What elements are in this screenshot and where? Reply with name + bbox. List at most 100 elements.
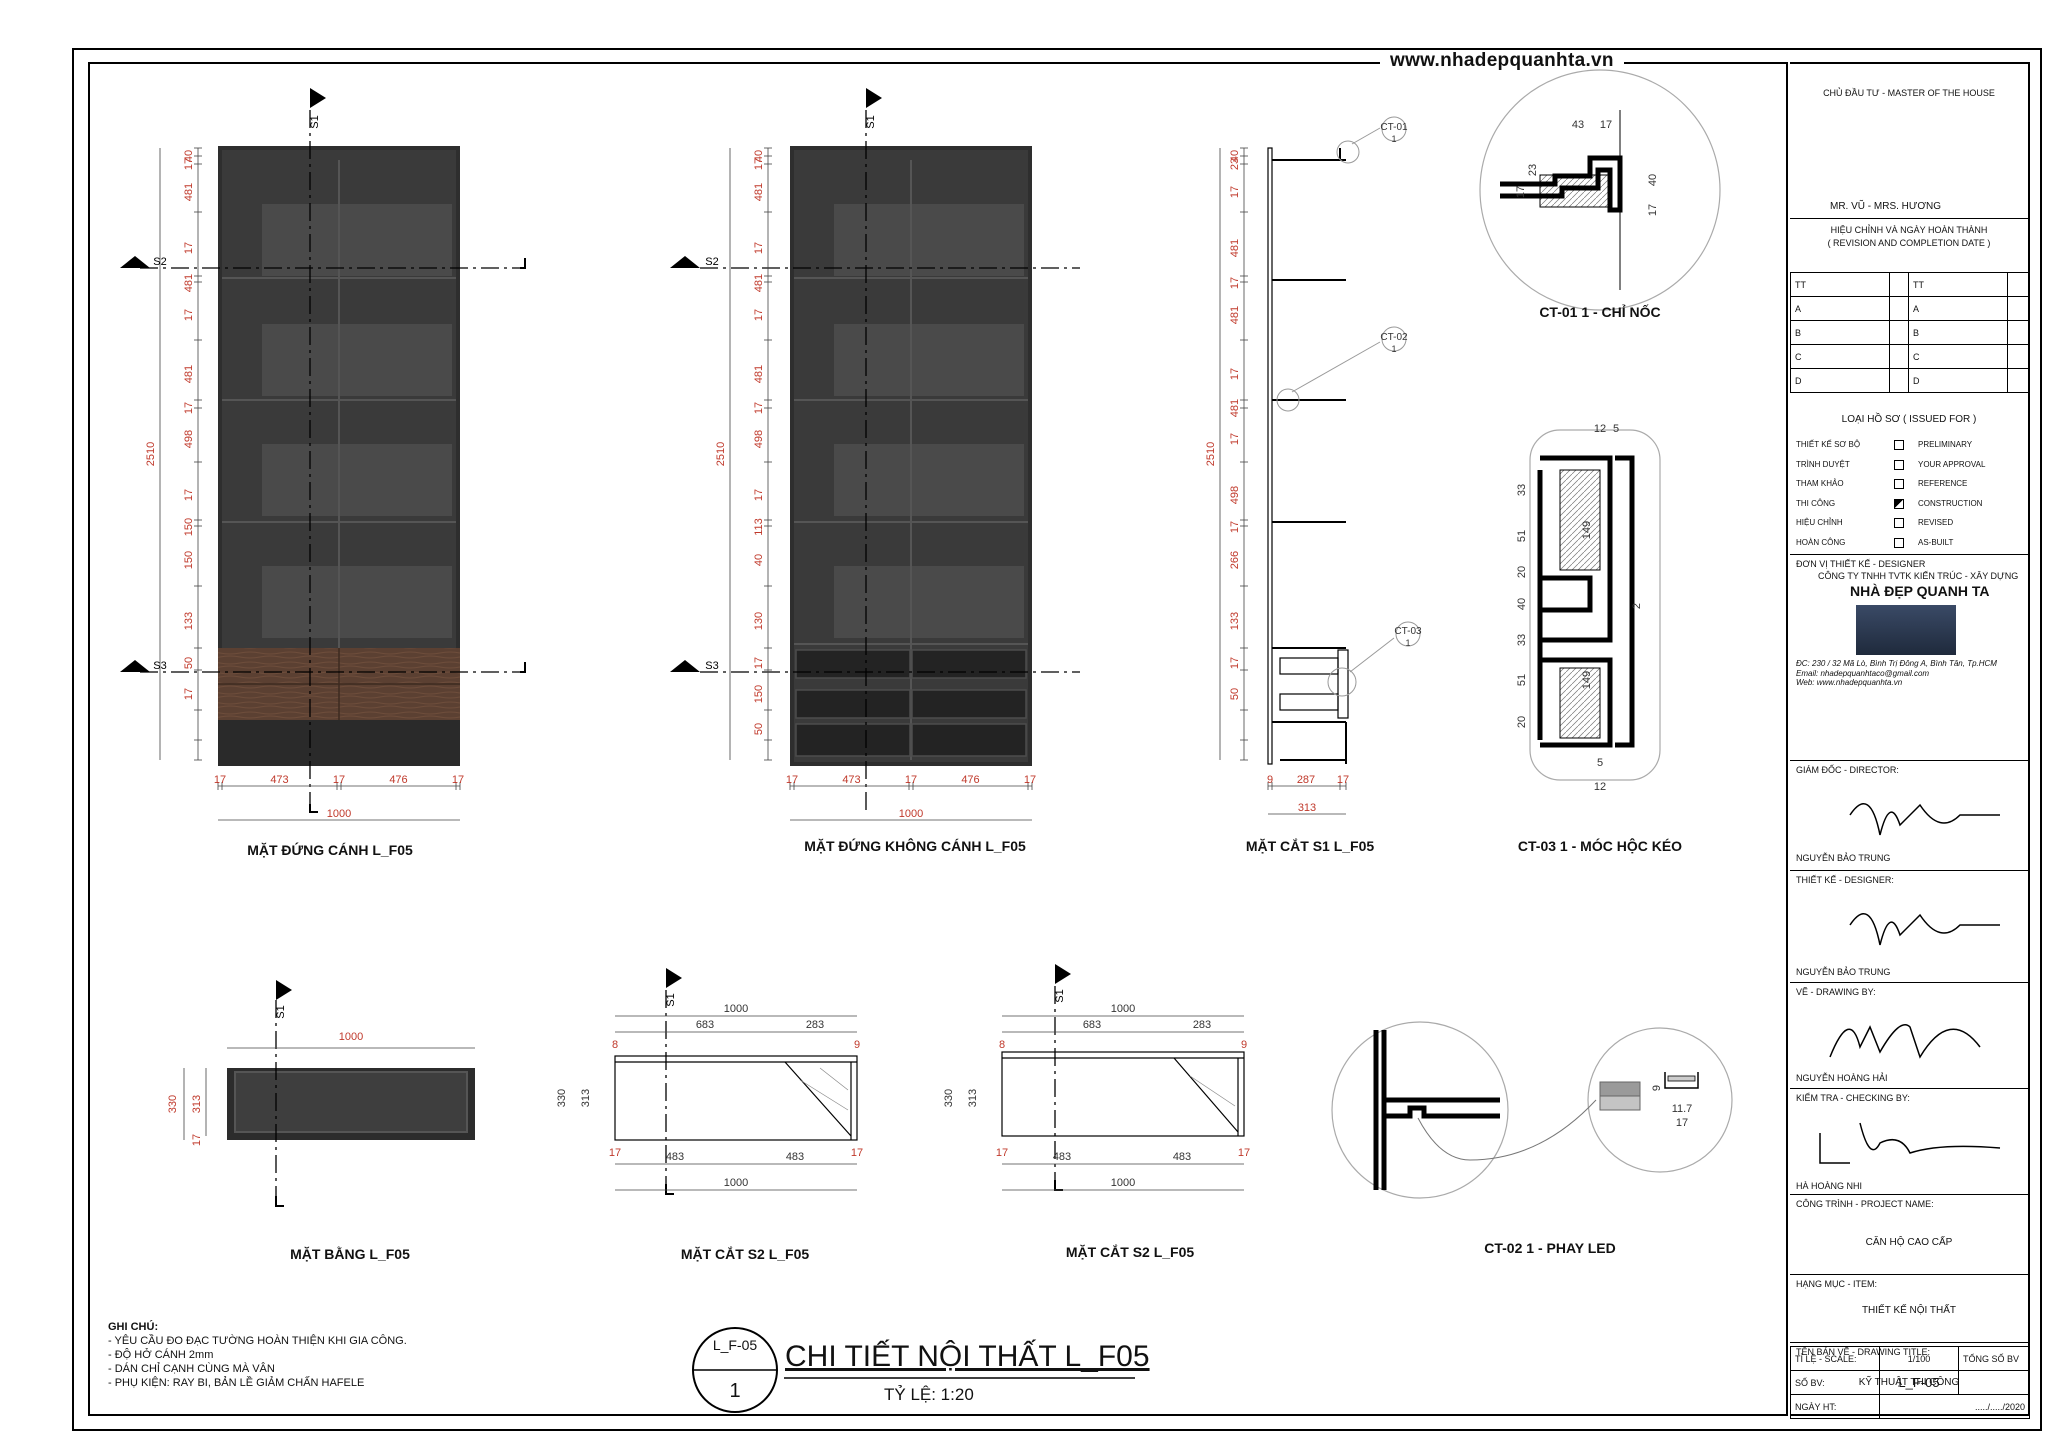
checking-signature <box>1819 1122 2001 1164</box>
dimension-label: 17 <box>1647 204 1659 216</box>
dimension-label: 483 <box>1053 1151 1071 1163</box>
dimension-label: 17 <box>609 1147 621 1159</box>
dimension-label: 150 <box>753 685 765 703</box>
section-marker: S1 <box>309 115 321 128</box>
dimension-label: 9 <box>1267 774 1273 786</box>
section-s2a <box>614 968 858 1195</box>
dimension-label: 23 <box>1527 164 1539 176</box>
project-name: CĂN HỘ CAO CẤP <box>1865 1237 1953 1248</box>
detail-marker: CT-01 <box>1380 122 1408 133</box>
label-detail-ct02: CT-02 1 - PHAY LED <box>1484 1240 1616 1256</box>
dimension-label: 5 <box>1613 423 1619 435</box>
checking-name: HÀ HOÀNG NHI <box>1796 1181 1863 1191</box>
issued-checkbox[interactable] <box>1894 479 1904 489</box>
dimension-label: 17 <box>1229 186 1241 198</box>
detail-ct01 <box>1479 69 1721 311</box>
dimension-label: 1000 <box>1111 1003 1135 1015</box>
rev-cell: D <box>1908 368 2008 393</box>
dimension-label: 17 <box>183 242 195 254</box>
dimension-label: 473 <box>270 774 288 786</box>
dimension-label: 498 <box>183 430 195 448</box>
label-elevation-doors: MẶT ĐỨNG CÁNH L_F05 <box>247 842 413 858</box>
dimension-label: 133 <box>1229 612 1241 630</box>
issued-vn: HOÀN CÔNG <box>1796 537 1846 547</box>
dimension-label: 40 <box>1647 174 1659 186</box>
dimension-label: 17 <box>1337 774 1349 786</box>
dimension-label: 17 <box>1024 774 1036 786</box>
detail-marker: 1 <box>1391 134 1396 144</box>
drawing-name: NGUYỄN HOÀNG HẢI <box>1796 1073 1888 1083</box>
revision-sub: ( REVISION AND COMPLETION DATE ) <box>1827 238 1991 248</box>
dimension-label: 481 <box>753 365 765 383</box>
company-name: CÔNG TY TNHH TVTK KIẾN TRÚC - XÂY DỰNG <box>1818 571 2019 581</box>
dimension-label: 17 <box>214 774 226 786</box>
dimension-label: 683 <box>1083 1019 1101 1031</box>
sheet-title: CHI TIẾT NỘI THẤT L_F05 <box>785 1340 1150 1373</box>
elevation-with-doors <box>120 88 526 813</box>
designer2-section: THIẾT KẾ - DESIGNER: NGUYỄN BẢO TRUNG <box>1790 870 2028 982</box>
dimension-label: 113 <box>753 518 765 536</box>
dimension-label: 130 <box>753 612 765 630</box>
dimension-label: 17 <box>183 402 195 414</box>
note-line: - ĐỘ HỞ CÁNH 2mm <box>108 1349 214 1361</box>
section-marker: S1 <box>865 115 877 128</box>
sheet-no-label: SỐ BV: <box>1790 1370 1880 1395</box>
dimension-label: 1000 <box>899 808 923 820</box>
dimension-label: 17 <box>333 774 345 786</box>
revision-label: HIỆU CHỈNH VÀ NGÀY HOÀN THÀNH <box>1830 225 1988 235</box>
dimension-label: 283 <box>806 1019 824 1031</box>
issued-label: LOẠI HỒ SƠ ( ISSUED FOR ) <box>1841 414 1977 425</box>
issued-vn: THIẾT KẾ SƠ BỘ <box>1796 440 1861 449</box>
dimension-label: 133 <box>183 612 195 630</box>
section-marker: S2 <box>705 256 718 268</box>
dimension-label: 17 <box>183 489 195 501</box>
dimension-label: 481 <box>753 183 765 201</box>
section-marker: S1 <box>665 993 677 1006</box>
director-section: GIÁM ĐỐC - DIRECTOR: NGUYỄN BẢO TRUNG <box>1790 760 2028 870</box>
owner-name: MR. VŨ - MRS. HƯƠNG <box>1830 201 1942 212</box>
dimension-label: 498 <box>1229 486 1241 504</box>
dimension-label: 50 <box>753 723 765 735</box>
section-marker: S3 <box>153 660 166 672</box>
issued-en: AS-BUILT <box>1918 537 1954 547</box>
detail-marker: 1 <box>1391 344 1396 354</box>
dimension-label: 51 <box>1516 674 1528 686</box>
dimension-label: 8 <box>999 1039 1005 1051</box>
dimension-label: 33 <box>1516 484 1528 496</box>
issued-checkbox[interactable] <box>1894 440 1904 450</box>
dimension-label: 313 <box>1298 802 1316 814</box>
issued-checkbox[interactable] <box>1894 537 1904 548</box>
dimension-label: 330 <box>167 1095 179 1113</box>
dimension-label: 481 <box>1229 399 1241 417</box>
date-value: ...../...../2020 <box>1879 1394 2030 1419</box>
dimension-label: 481 <box>183 365 195 383</box>
dimension-label: 40 <box>183 150 195 162</box>
issued-checkbox[interactable] <box>1894 459 1904 470</box>
issued-checkbox[interactable] <box>1894 498 1904 509</box>
dimension-label: 1000 <box>327 808 351 820</box>
issued-checkbox[interactable] <box>1894 518 1904 528</box>
scale-label: TỈ LỆ - SCALE: <box>1790 1346 1880 1371</box>
title-block: CHỦ ĐẦU TƯ - MASTER OF THE HOUSE MR. VŨ … <box>1790 62 2030 1416</box>
dimension-label: 9 <box>1241 1039 1247 1051</box>
dimension-label: 17 <box>905 774 917 786</box>
dimension-label: 283 <box>1193 1019 1211 1031</box>
dimension-label: 12 <box>1594 423 1606 435</box>
checking-section: KIỂM TRA - CHECKING BY: HÀ HOÀNG NHI <box>1790 1088 2028 1194</box>
dimension-label: 17 <box>753 657 765 669</box>
sheet-no-value: L_F-05 <box>1879 1370 1959 1395</box>
dimension-label: 50 <box>1229 688 1241 700</box>
detail-marker: CT-02 <box>1380 332 1408 343</box>
notes-title: GHI CHÚ: <box>108 1321 159 1333</box>
dimension-label: 498 <box>753 430 765 448</box>
dimension-label: 17 <box>1229 277 1241 289</box>
section-marker: S1 <box>1054 989 1066 1002</box>
rev-cell: C <box>1790 344 1890 369</box>
rev-cell: A <box>1908 296 2008 321</box>
dimension-label: 330 <box>943 1089 955 1107</box>
dimension-label: 12 <box>1594 781 1606 793</box>
dimension-label: 1000 <box>724 1003 748 1015</box>
